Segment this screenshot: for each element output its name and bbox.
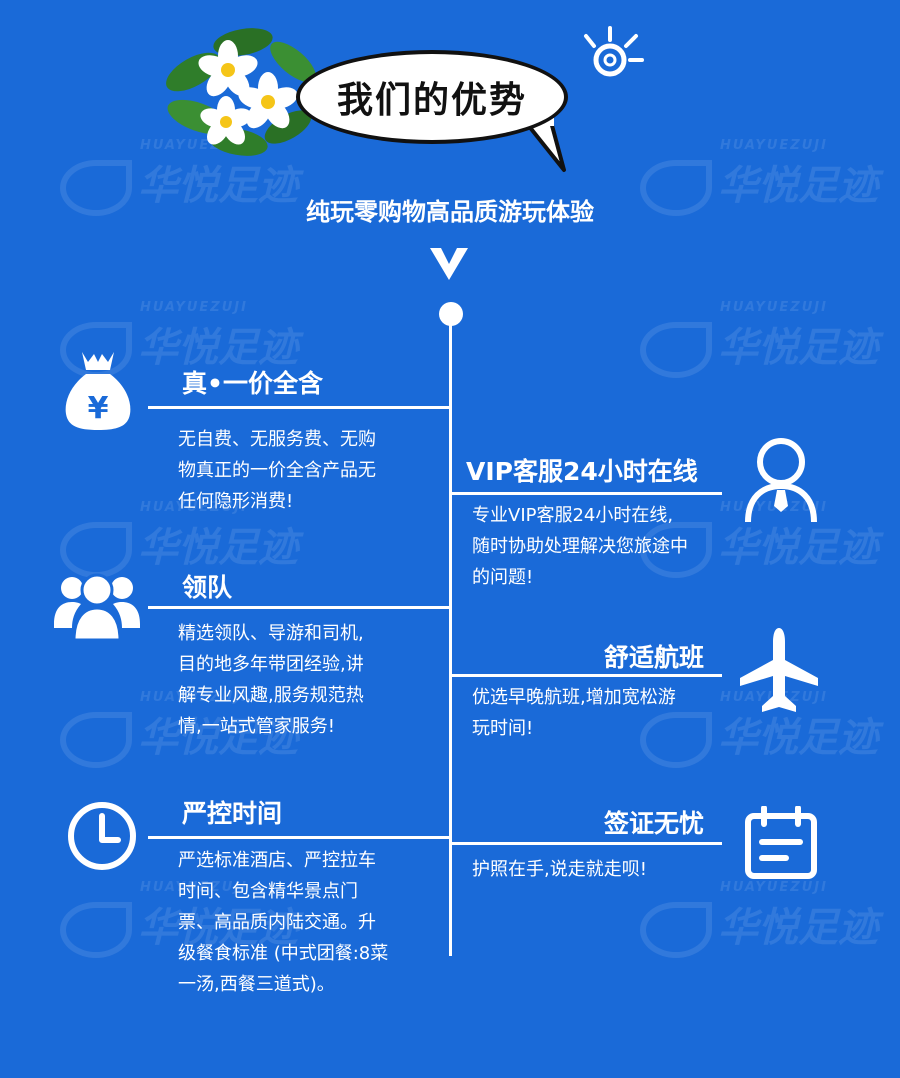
item-title-visa: 签证无忧 (604, 809, 705, 838)
item-desc-all-inclusive: 无自费、无服务费、无购 物真正的一价全含产品无 任何隐形消费! (178, 429, 376, 512)
badge-title: 我们的优势 (336, 80, 527, 121)
item-desc-vip-service: 专业VIP客服24小时在线, 随时协助处理解决您旅途中 的问题! (472, 505, 688, 588)
speech-bubble (296, 50, 568, 144)
money-bag-yen-icon: ¥ (65, 352, 131, 430)
item-desc-flights: 优选早晚航班,增加宽松游 玩时间! (472, 687, 676, 739)
divider (148, 606, 450, 609)
item-title-tour-leader: 领队 (182, 573, 233, 602)
divider (148, 836, 450, 839)
item-title-time-control: 严控时间 (182, 799, 283, 828)
divider (452, 674, 722, 677)
timeline-line (449, 320, 452, 956)
clock-icon (68, 802, 136, 870)
group-people-icon (54, 573, 140, 642)
item-desc-time-control: 严选标准酒店、严控拉车 时间、包含精华景点门 票、高品质内陆交通。升 级餐食标准… (178, 850, 389, 995)
item-desc-visa: 护照在手,说走就走呗! (472, 859, 647, 880)
airplane-icon (740, 628, 818, 712)
item-title-vip-service: VIP客服24小时在线 (466, 457, 698, 486)
divider (452, 492, 722, 495)
calendar-document-icon (745, 806, 817, 879)
flower-decoration-icon (166, 28, 316, 156)
divider (148, 406, 450, 409)
customer-service-person-icon (745, 438, 817, 523)
sun-doodle-icon (584, 26, 644, 77)
item-title-all-inclusive: 真•一价全含 (182, 369, 323, 398)
divider (452, 842, 722, 845)
chevron-down-icon (430, 248, 468, 280)
item-desc-tour-leader: 精选领队、导游和司机, 目的地多年带团经验,讲 解专业风趣,服务规范热 情,一站… (178, 623, 364, 737)
subtitle: 纯玩零购物高品质游玩体验 (306, 198, 594, 226)
svg-text:¥: ¥ (88, 391, 109, 426)
item-title-flights: 舒适航班 (604, 643, 705, 672)
